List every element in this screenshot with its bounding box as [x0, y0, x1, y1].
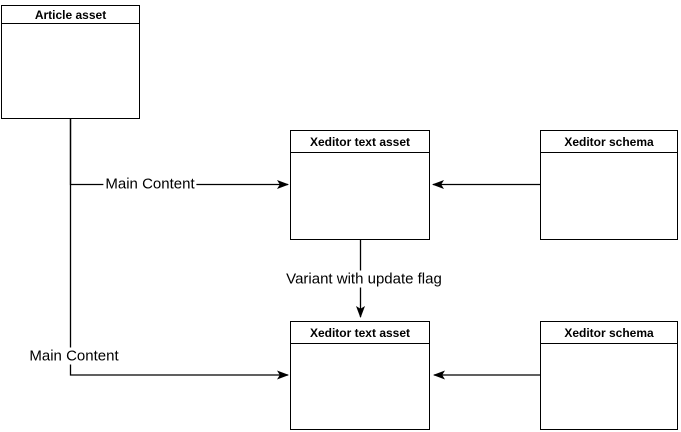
node-xeditor-schema-top: Xeditor schema	[540, 130, 678, 240]
edge-label-main-content-bottom: Main Content	[27, 347, 121, 365]
edge-main-content-bottom	[69, 119, 289, 380]
node-xeditor-text-asset-top: Xeditor text asset	[290, 130, 430, 240]
node-xeditor-schema-bottom: Xeditor schema	[540, 321, 678, 430]
node-xeditor-schema-bottom-title: Xeditor schema	[541, 322, 677, 344]
node-article-asset: Article asset	[1, 5, 140, 119]
node-xeditor-text-asset-top-title: Xeditor text asset	[291, 131, 429, 153]
edge-label-variant-with-update-flag: Variant with update flag	[284, 270, 444, 288]
node-article-asset-title: Article asset	[2, 6, 139, 24]
edge-label-main-content-top: Main Content	[103, 175, 197, 193]
node-xeditor-text-asset-bottom-title: Xeditor text asset	[291, 322, 429, 344]
node-xeditor-schema-top-title: Xeditor schema	[541, 131, 677, 153]
node-xeditor-text-asset-bottom: Xeditor text asset	[290, 321, 430, 430]
